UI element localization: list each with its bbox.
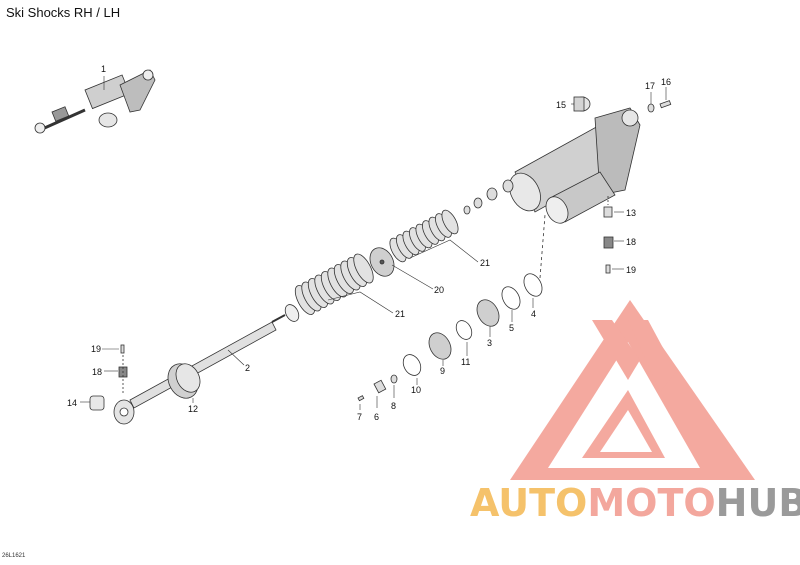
part-12-collar [167, 363, 201, 399]
small-rings [463, 179, 514, 215]
part-6-7-8-small-hardware [357, 374, 398, 402]
svg-text:AUTOMOTOHUB: AUTOMOTOHUB [470, 481, 800, 525]
watermark-moto: MOTO [587, 481, 715, 525]
callout-2: 2 [245, 363, 250, 373]
leader-lines [80, 76, 667, 410]
watermark-text: AUTOMOTOHUB [470, 481, 800, 525]
part-20-piston [369, 247, 395, 277]
callout-1: 1 [101, 64, 106, 74]
callout-5: 5 [509, 323, 514, 333]
part-15-cap [573, 96, 591, 112]
part-13-18-19-hardware [603, 196, 614, 274]
callout-19-left: 19 [91, 344, 101, 354]
watermark-logo [510, 300, 755, 480]
lower-seal-parts [402, 214, 546, 376]
callout-10: 10 [411, 385, 421, 395]
shim-disk [353, 253, 374, 284]
part-2-shaft [129, 314, 286, 409]
callout-9: 9 [440, 366, 445, 376]
callout-21-upper: 21 [480, 258, 490, 268]
page-title: Ski Shocks RH / LH [6, 5, 121, 20]
watermark-auto: AUTO [470, 481, 587, 525]
shaft-eye-end [113, 399, 135, 425]
callout-7: 7 [357, 412, 362, 422]
part-14-18-19-left-hardware [89, 344, 128, 411]
callout-labels: 1 2 3 4 5 6 7 8 9 10 11 12 13 14 15 16 1… [67, 64, 671, 422]
shim-disk [441, 209, 459, 235]
upper-shim-stack [389, 209, 459, 263]
callout-14: 14 [67, 398, 77, 408]
callout-4: 4 [531, 309, 536, 319]
callout-15: 15 [556, 100, 566, 110]
shaft-washer [284, 304, 300, 322]
callout-18-left: 18 [92, 367, 102, 377]
callout-11: 11 [461, 357, 470, 367]
watermark-hub: HUB [716, 481, 800, 525]
lower-shim-stack [294, 253, 374, 315]
callout-19-right: 19 [626, 265, 636, 275]
callout-21-lower: 21 [395, 309, 405, 319]
callout-13: 13 [626, 208, 636, 218]
callout-6: 6 [374, 412, 379, 422]
callout-20: 20 [434, 285, 444, 295]
callout-3: 3 [487, 338, 492, 348]
part-16-17-bolt-washer [647, 100, 672, 113]
diagram-code: 26L1621 [2, 553, 26, 559]
callout-17: 17 [645, 81, 655, 91]
callout-12: 12 [188, 404, 198, 414]
callout-8: 8 [391, 401, 396, 411]
shock-body-reservoir [509, 107, 641, 224]
callout-16: 16 [661, 77, 671, 87]
callout-18-right: 18 [626, 237, 636, 247]
part-1-shock-assembly [34, 69, 156, 134]
